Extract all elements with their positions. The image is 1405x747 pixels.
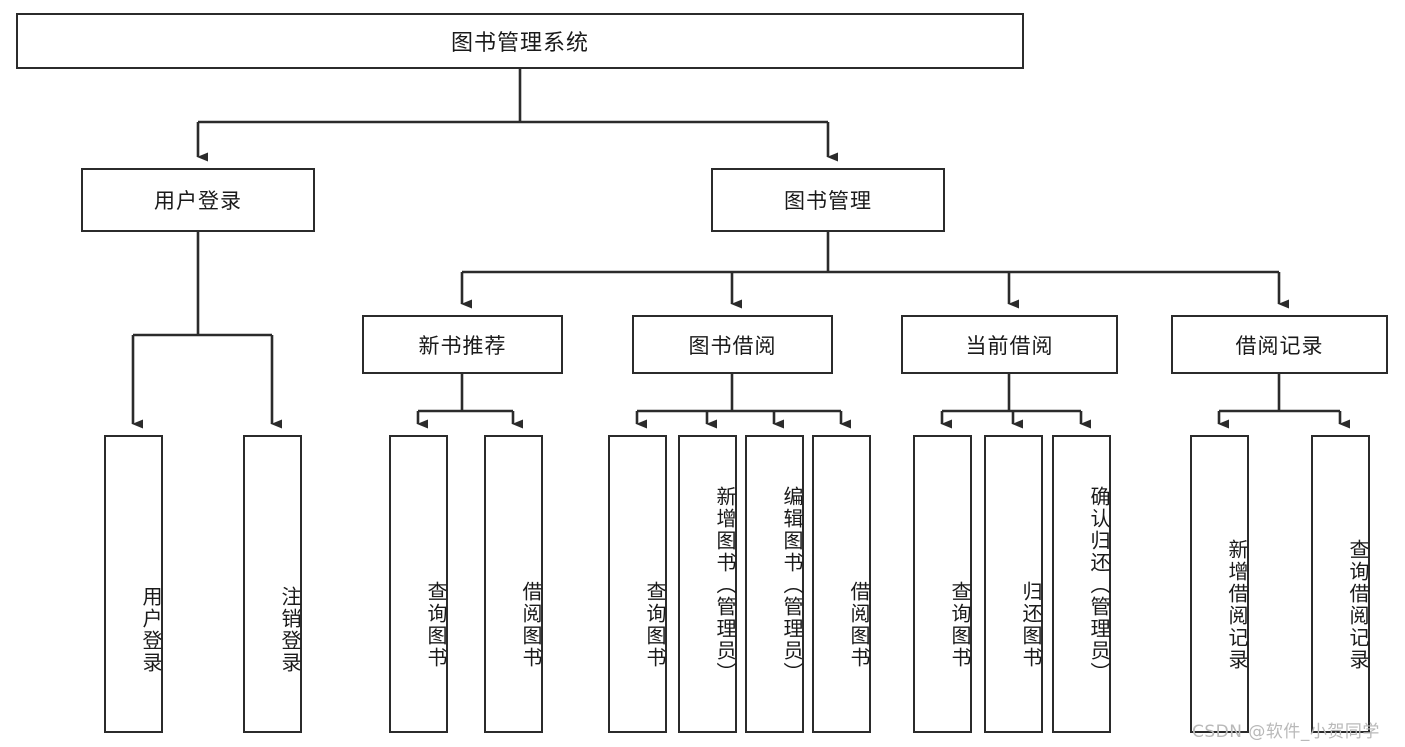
wire-group-book-manage	[460, 232, 1289, 309]
node-user-login[interactable]: 用户登录	[81, 168, 315, 232]
node-new-book-recommend[interactable]: 新书推荐	[362, 315, 563, 374]
leaf-logout[interactable]: 注销登录	[243, 435, 302, 733]
wire-group-new-books	[416, 374, 523, 429]
wire-group-current-borrow	[940, 374, 1091, 429]
node-book-management[interactable]: 图书管理	[711, 168, 945, 232]
leaf-return-book[interactable]: 归还图书	[984, 435, 1043, 733]
leaf-borrow-book[interactable]: 借阅图书	[812, 435, 871, 733]
node-root-system[interactable]: 图书管理系统	[16, 13, 1024, 69]
wire-group-borrow	[635, 374, 851, 429]
leaf-query-book-borrow[interactable]: 查询图书	[608, 435, 667, 733]
leaf-query-borrow-record[interactable]: 查询借阅记录	[1311, 435, 1370, 733]
leaf-add-borrow-record[interactable]: 新增借阅记录	[1190, 435, 1249, 733]
leaf-query-book-current[interactable]: 查询图书	[913, 435, 972, 733]
leaf-user-login[interactable]: 用户登录	[104, 435, 163, 733]
leaf-confirm-return-admin[interactable]: 确认归还（管理员）	[1052, 435, 1111, 733]
node-borrow-record[interactable]: 借阅记录	[1171, 315, 1388, 374]
leaf-add-book-admin[interactable]: 新增图书（管理员）	[678, 435, 737, 733]
node-book-borrow[interactable]: 图书借阅	[632, 315, 833, 374]
leaf-borrow-book-new[interactable]: 借阅图书	[484, 435, 543, 733]
csdn-watermark: CSDN @软件_小贺同学	[1192, 722, 1380, 742]
leaf-edit-book-admin[interactable]: 编辑图书（管理员）	[745, 435, 804, 733]
wire-group-borrow-record	[1217, 374, 1350, 429]
node-current-borrow[interactable]: 当前借阅	[901, 315, 1118, 374]
leaf-query-book-new[interactable]: 查询图书	[389, 435, 448, 733]
wire-group-root	[196, 69, 838, 162]
wire-group-user-login	[131, 232, 282, 429]
